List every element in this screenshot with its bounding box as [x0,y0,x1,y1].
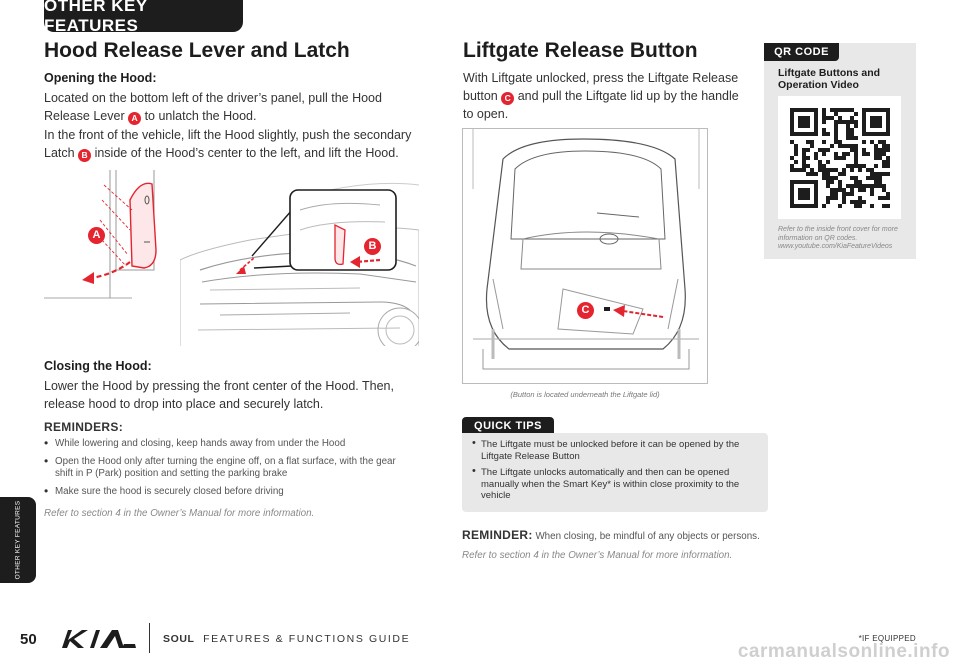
liftgate-illustration: C [462,128,708,384]
badge-c: C [501,92,515,105]
opening-paragraph-1: Located on the bottom left of the driver… [44,89,399,125]
liftgate-title: Liftgate Release Button [463,39,698,62]
side-tab-label: OTHER KEY FEATURES [14,500,22,580]
watermark: carmanualsonline.info [737,641,950,662]
quick-tips-label: QUICK TIPS [462,417,554,435]
liftgate-intro-text-b: and pull the Liftgate lid up by the hand… [463,89,739,121]
qr-code[interactable] [778,96,901,219]
illustration-badge-a: A [88,227,105,244]
opening-p2-text-a: In the front of the vehicle, lift the Ho… [44,128,412,160]
reminders-list: While lowering and closing, keep hands a… [44,437,414,504]
reminders-heading: REMINDERS: [44,420,124,434]
illustration-badge-c: C [577,302,594,319]
liftgate-intro: With Liftgate unlocked, press the Liftga… [463,69,748,123]
opening-heading: Opening the Hood: [44,71,157,85]
qr-ref-line-1: Refer to the inside front cover for more… [778,226,898,242]
qr-ref-url: www.youtube.com/KiaFeatureVideos [778,243,893,250]
kia-logo [60,628,138,655]
list-item: The Liftgate unlocks automatically and t… [472,466,760,502]
quick-tips-box: The Liftgate must be unlocked before it … [462,433,768,512]
list-item: Make sure the hood is securely closed be… [44,485,414,498]
opening-p2-text-b: inside of the Hood’s center to the left,… [94,146,399,160]
liftgate-caption: (Button is located underneath the Liftga… [510,390,660,399]
opening-paragraph-2: In the front of the vehicle, lift the Ho… [44,126,419,162]
footer-guide-title: SOUL FEATURES & FUNCTIONS GUIDE [163,633,410,645]
list-item: While lowering and closing, keep hands a… [44,437,414,450]
qr-tab: QR CODE [764,43,839,61]
hood-reference: Refer to section 4 in the Owner’s Manual… [44,508,315,519]
qr-code-icon [789,107,890,208]
side-section-tab: OTHER KEY FEATURES [0,497,36,583]
opening-p1-text-a: Located on the bottom left of the driver… [44,91,382,123]
illustration-badge-b: B [364,238,381,255]
page-number: 50 [20,631,37,648]
list-item: The Liftgate must be unlocked before it … [472,438,760,462]
liftgate-intro-text-a: With Liftgate unlocked, press the Liftga… [463,71,739,103]
badge-b: B [78,149,92,162]
opening-p1-text-b: to unlatch the Hood. [144,109,257,123]
liftgate-reference: Refer to section 4 in the Owner’s Manual… [462,550,733,561]
footer-model: SOUL [163,633,195,645]
liftgate-reminder: REMINDER: When closing, be mindful of an… [462,528,760,542]
closing-heading: Closing the Hood: [44,359,152,373]
footer-guide-text: FEATURES & FUNCTIONS GUIDE [203,633,411,645]
section-tab: OTHER KEY FEATURES [44,0,243,35]
badge-a: A [128,112,142,125]
hood-lever-illustration: A [44,170,174,300]
liftgate-reminder-label: REMINDER: [462,528,533,542]
if-equipped-note: *IF EQUIPPED [858,634,916,643]
qr-title: Liftgate Buttons and Operation Video [778,67,881,91]
hood-title: Hood Release Lever and Latch [44,39,350,62]
liftgate-reminder-text: When closing, be mindful of any objects … [535,531,760,542]
footer-divider [149,623,150,653]
hood-front-illustration: B [179,170,423,353]
closing-paragraph: Lower the Hood by pressing the front cen… [44,379,394,411]
qr-reference: Refer to the inside front cover for more… [778,226,913,252]
list-item: Open the Hood only after turning the eng… [44,455,414,480]
